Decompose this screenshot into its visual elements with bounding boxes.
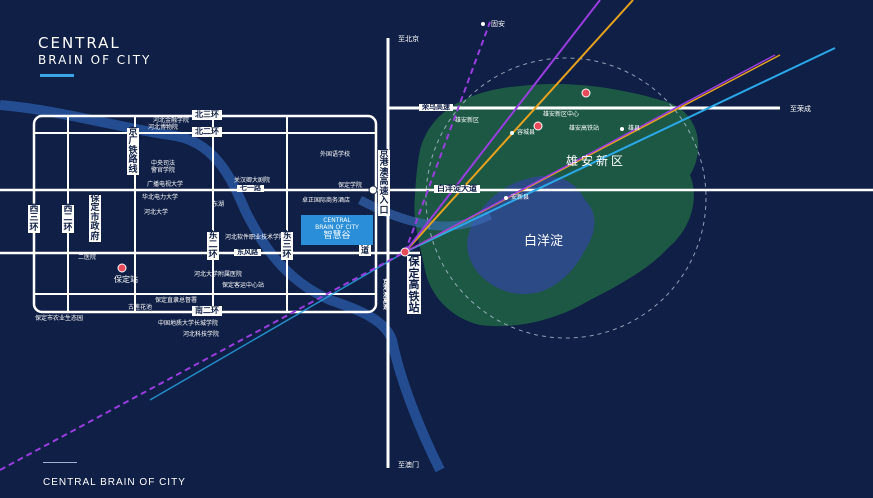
place-gulian: 古莲花池 — [128, 304, 153, 311]
dir-guan: 固安 — [491, 20, 505, 28]
marker-anxin — [504, 196, 508, 200]
dir-aomen: 至澳门 — [398, 461, 419, 469]
logo-cn: 智慧谷 — [323, 230, 351, 241]
label-east3: 东三环 — [281, 231, 293, 261]
label-west2: 西二环 — [62, 204, 74, 234]
footer-text: CENTRAL BRAIN OF CITY — [43, 477, 186, 488]
logo-line2: BRAIN OF CITY — [315, 224, 359, 232]
label-xiongan-area: 雄安新区 — [566, 154, 627, 168]
place-anxin: 安新县 — [511, 194, 530, 201]
station-jinggang-entry — [368, 185, 378, 195]
place-jingguan: 警官学院 — [151, 167, 176, 174]
rail-cyan — [404, 47, 836, 253]
label-north2: 北二环 — [192, 127, 222, 137]
rail-cyan-2 — [149, 251, 406, 401]
label-baoding-station: 保定站 — [114, 275, 138, 284]
river — [0, 100, 445, 473]
label-east2: 东二环 — [207, 231, 219, 261]
label-south2: 南二环 — [192, 306, 222, 316]
label-rongwu: 荣乌高速 — [419, 104, 453, 111]
marker-xiongxian — [620, 127, 624, 131]
brand-subtitle: BRAIN OF CITY — [38, 53, 152, 67]
marker-rongcheng — [510, 131, 514, 135]
place-rongcheng: 容城县 — [517, 129, 536, 136]
label-baoding-gov: 保定市政府 — [89, 194, 101, 243]
baiyangdian-lake — [467, 176, 595, 295]
place-guanhan: 关汉卿大剧院 — [234, 177, 271, 184]
place-xiongan-station: 雄安高铁站 — [569, 125, 600, 132]
label-baoding-hsr: 保定高铁站 — [407, 255, 421, 315]
logo-line1: CENTRAL — [323, 217, 351, 225]
brand-title: CENTRAL — [38, 34, 121, 52]
place-dizhi: 中国地质大学长城学院 — [158, 320, 219, 327]
place-zhengguo: 卓正国际商务酒店 — [302, 197, 351, 204]
place-hebei-jinrong: 河北金融学院 — [153, 117, 190, 124]
place-eryiyuan: 二医院 — [78, 254, 97, 261]
label-baiyangdian: 白洋淀 — [524, 234, 564, 249]
marker-guan — [481, 22, 485, 26]
station-north — [581, 88, 591, 98]
place-donghu: 东湖 — [212, 201, 225, 208]
label-jingguang: 京广铁路线 — [127, 127, 139, 176]
label-north3: 北三环 — [192, 110, 222, 120]
station-baoding-hsr — [400, 247, 410, 257]
brand-bar — [40, 74, 74, 77]
label-jinggangao: 京港澳高速 — [382, 279, 389, 312]
place-xiongxian: 雄县 — [628, 125, 641, 132]
central-logo: CENTRAL BRAIN OF CITY 智慧谷 — [301, 215, 373, 245]
label-baiyangdian-blvd: 白洋淀大道 — [434, 185, 480, 193]
place-waiguoyu: 外国语学校 — [320, 151, 351, 158]
radius-circle — [425, 57, 707, 339]
rail-purple-3 — [404, 0, 601, 253]
place-huabei: 华北电力大学 — [142, 194, 179, 201]
place-ruanjian: 河北软件职业技术学院 — [225, 234, 286, 241]
place-hebei-powei: 河北博物院 — [148, 124, 179, 131]
rail-purple-4 — [404, 54, 776, 253]
place-nongye-shengtai: 保定市农业生态园 — [35, 315, 84, 322]
rail-orange — [404, 0, 634, 253]
dir-beijing: 至北京 — [398, 35, 419, 43]
place-zhizao: 保定直隶总督署 — [155, 297, 198, 304]
place-fushu: 河北大学附属医院 — [194, 271, 243, 278]
footer-line — [43, 462, 77, 463]
label-qiyi: 七一路 — [237, 185, 264, 192]
place-hebeidaxue: 河北大学 — [144, 209, 169, 216]
rail-purple-2 — [404, 21, 491, 253]
place-xiongan-center: 雄安新区中心 — [543, 111, 580, 118]
label-west3: 西三环 — [28, 204, 40, 234]
place-guangbo: 广播电视大学 — [147, 181, 184, 188]
rail-purple-1 — [0, 251, 406, 471]
place-xiongan-start: 雄安新区 — [455, 117, 480, 124]
place-baodingxueyuan: 保定学院 — [338, 182, 363, 189]
place-keji: 河北科技学院 — [183, 331, 220, 338]
station-baoding — [117, 263, 127, 273]
label-jinggang-entry: 京港澳高速入口 — [378, 149, 390, 217]
place-keyun: 保定客运中心站 — [222, 282, 265, 289]
label-dongfeng: 东风路 — [234, 249, 261, 256]
dir-rongcheng: 至荣成 — [790, 105, 811, 113]
station-xiongan — [533, 121, 543, 131]
place-zhongyang: 中央司法 — [151, 160, 176, 167]
